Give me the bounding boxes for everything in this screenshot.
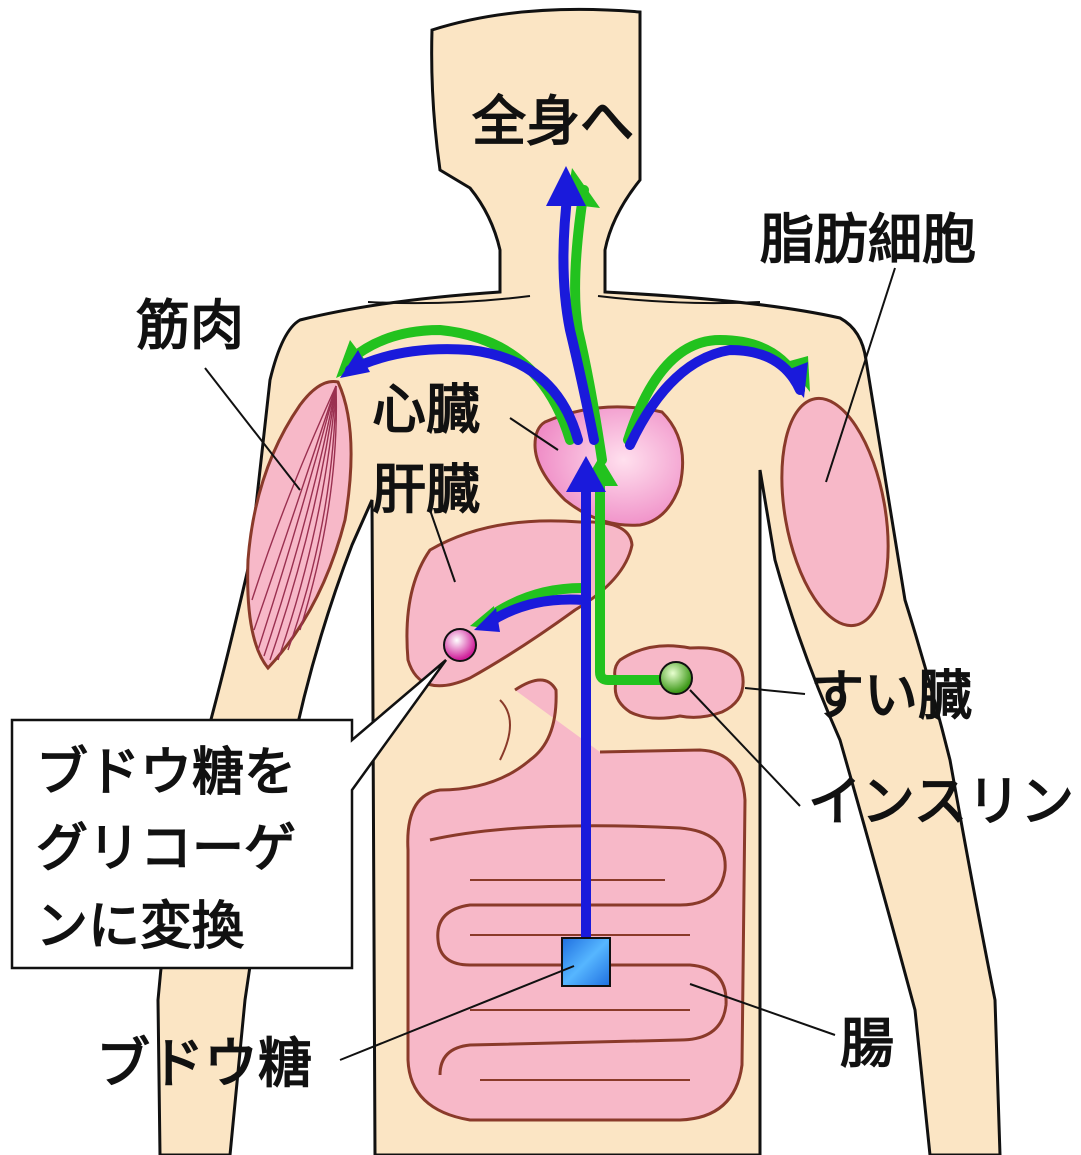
label-glycogen-line3: ンに変換 xyxy=(36,897,245,957)
label-muscle: 筋肉 xyxy=(136,294,244,357)
label-pancreas: すい臓 xyxy=(810,664,972,727)
insulin-ball xyxy=(660,662,692,694)
label-intestine: 腸 xyxy=(840,1012,894,1075)
label-glucose: ブドウ糖 xyxy=(96,1032,312,1095)
muscle-organ xyxy=(248,381,351,668)
label-fat-cells: 脂肪細胞 xyxy=(760,208,976,271)
label-insulin: インスリン xyxy=(808,770,1074,833)
label-liver: 肝臓 xyxy=(372,458,480,521)
glycogen-ball xyxy=(444,629,476,661)
label-whole-body: 全身へ xyxy=(471,90,634,153)
label-glycogen-line2: グリコーゲ xyxy=(36,819,296,879)
label-glycogen-line1: ブドウ糖を xyxy=(36,743,296,803)
glucose-square xyxy=(562,938,610,986)
label-heart: 心臓 xyxy=(372,378,480,441)
